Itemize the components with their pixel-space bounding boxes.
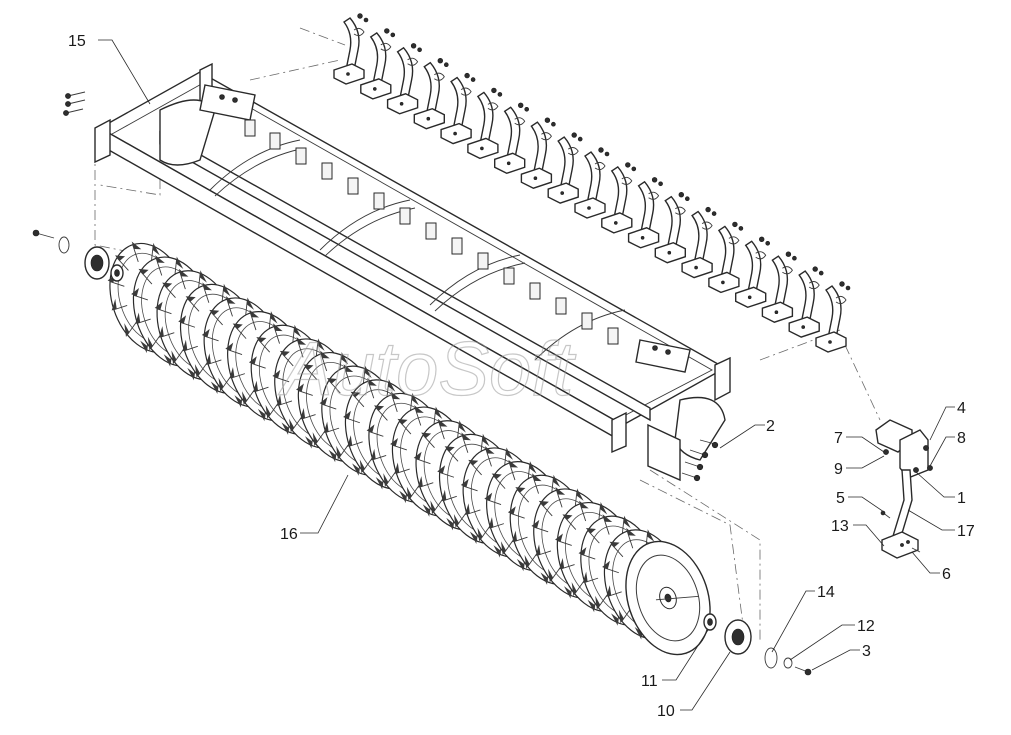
tine (708, 221, 744, 294)
callout-6: 6 (942, 566, 951, 583)
right-bearing-assembly (703, 613, 812, 676)
frame-bolts-left (63, 91, 86, 116)
callout-17: 17 (957, 523, 975, 540)
tine (547, 132, 583, 204)
callout-10: 10 (657, 703, 675, 720)
leader-lines (98, 39, 955, 711)
phantom-lines (94, 27, 881, 641)
callout-15: 15 (68, 33, 86, 50)
tine (735, 236, 771, 309)
tine (654, 191, 690, 264)
tine-detail-assembly (875, 419, 933, 559)
tine (494, 102, 530, 175)
tine (520, 117, 556, 189)
tine (815, 281, 851, 353)
main-frame (94, 62, 731, 482)
left-bearing-assembly (32, 229, 124, 282)
tine (627, 177, 663, 249)
tine (333, 13, 369, 85)
tine-row (333, 13, 851, 353)
tine (467, 87, 503, 160)
tine (440, 72, 476, 145)
tine (386, 43, 422, 115)
callout-1: 1 (957, 490, 966, 507)
tine (360, 28, 396, 100)
callout-labels: 15 16 2 4 7 8 9 1 5 17 13 6 14 12 3 11 1… (68, 33, 975, 720)
packer-roller (107, 241, 711, 656)
tine (681, 206, 717, 279)
tine (574, 147, 610, 219)
tine (601, 162, 637, 234)
callout-12: 12 (857, 618, 875, 635)
callout-7: 7 (834, 430, 843, 447)
watermark: AutoSoft (278, 327, 576, 412)
callout-13: 13 (831, 518, 849, 535)
callout-3: 3 (862, 643, 871, 660)
callout-2: 2 (766, 418, 775, 435)
frame-tabs (244, 119, 619, 345)
callout-4: 4 (957, 400, 966, 417)
callout-14: 14 (817, 584, 835, 601)
callout-11: 11 (641, 673, 658, 690)
tine (788, 266, 824, 338)
tine (761, 251, 797, 323)
bracket-bolts-right (681, 439, 719, 482)
callout-9: 9 (834, 461, 843, 478)
callout-16: 16 (280, 526, 298, 543)
callout-8: 8 (957, 430, 966, 447)
roller-end-hub (625, 540, 711, 656)
tine (413, 57, 449, 130)
callout-5: 5 (836, 490, 845, 507)
